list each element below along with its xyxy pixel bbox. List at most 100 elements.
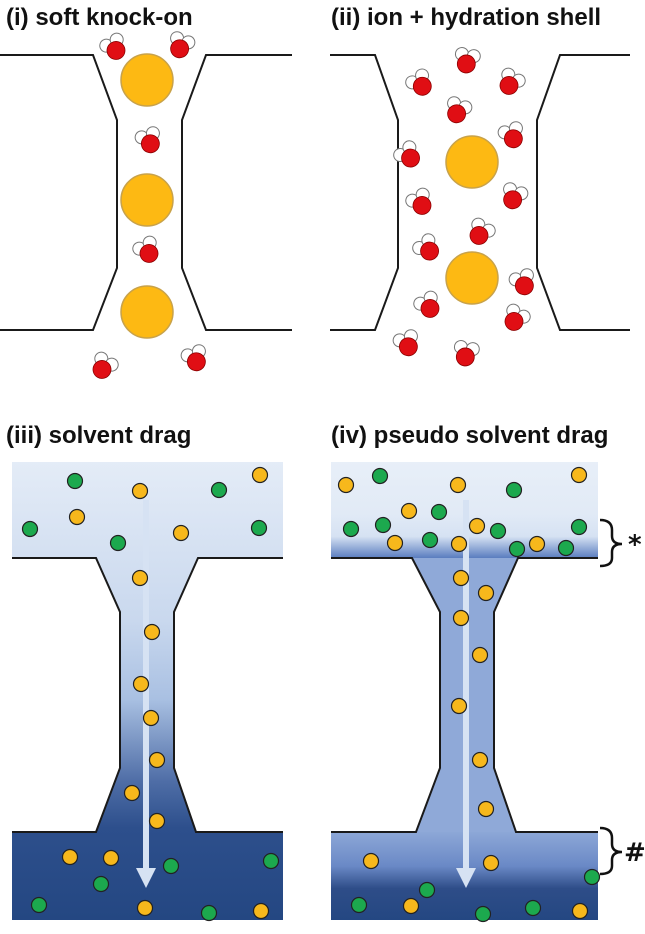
panel-ii-channel — [330, 54, 630, 331]
panel-iii-arrow-head — [136, 868, 156, 888]
yellow-particle — [102, 849, 120, 867]
yellow-particle — [402, 897, 420, 915]
water-oxygen-atom — [504, 312, 524, 331]
particles-layer — [21, 466, 601, 923]
green-particle — [162, 857, 180, 875]
ion-sphere — [445, 251, 499, 305]
yellow-particle — [400, 502, 418, 520]
ion-sphere — [120, 173, 174, 227]
yellow-particle — [468, 517, 486, 535]
water-molecule — [453, 340, 480, 367]
water-oxygen-atom — [412, 76, 432, 96]
water-molecule — [180, 344, 206, 372]
yellow-particle — [471, 751, 489, 769]
green-particle — [374, 516, 392, 534]
panel-iv-flow-arrow — [456, 500, 476, 888]
water-oxygen-atom — [186, 352, 206, 372]
yellow-particle — [337, 476, 355, 494]
water-molecule — [469, 217, 496, 245]
ion-sphere — [120, 53, 174, 107]
hash-marker: # — [624, 838, 645, 868]
water-molecule — [170, 31, 196, 59]
water-molecule — [499, 67, 526, 95]
water-oxygen-atom — [420, 299, 440, 318]
ion-sphere — [445, 135, 499, 189]
yellow-particle — [251, 466, 269, 484]
panel-iv-arrow-shaft — [463, 500, 469, 870]
yellow-particle — [477, 800, 495, 818]
water-oxygen-atom — [420, 241, 439, 261]
panel-title-ion-hydration-shell: (ii) ion + hydration shell — [331, 4, 602, 31]
yellow-particle — [252, 902, 270, 920]
water-molecule — [134, 126, 160, 154]
green-particle — [350, 896, 368, 914]
yellow-particle — [172, 524, 190, 542]
yellow-particle — [570, 466, 588, 484]
water-molecule — [132, 235, 159, 263]
water-oxygen-atom — [139, 244, 159, 263]
water-oxygen-atom — [92, 360, 112, 379]
green-particle — [508, 540, 526, 558]
yellow-particle — [123, 784, 141, 802]
yellow-particle — [482, 854, 500, 872]
water-oxygen-atom — [401, 148, 420, 168]
water-molecule — [447, 96, 473, 124]
water-oxygen-atom — [170, 39, 190, 59]
water-oxygen-atom — [503, 190, 523, 210]
water-molecules-layer — [92, 31, 534, 379]
water-oxygen-atom — [447, 104, 467, 124]
water-oxygen-atom — [398, 337, 418, 357]
green-particle — [583, 868, 601, 886]
water-molecule — [504, 303, 531, 331]
yellow-particle — [61, 848, 79, 866]
green-particle — [342, 520, 360, 538]
water-oxygen-atom — [469, 226, 489, 245]
green-particle — [250, 519, 268, 537]
yellow-particle — [143, 623, 161, 641]
panel-iv-arrow-head — [456, 868, 476, 888]
green-particle — [371, 467, 389, 485]
panel-ii-channel-right-wall — [536, 54, 630, 331]
green-particle — [262, 852, 280, 870]
water-molecule — [508, 268, 534, 296]
green-particle — [210, 481, 228, 499]
water-molecule — [99, 32, 126, 60]
green-particle — [524, 899, 542, 917]
panel-i-channel — [0, 54, 292, 331]
yellow-particle — [571, 902, 589, 920]
yellow-particle — [528, 535, 546, 553]
panel-iv-channel-outline — [331, 557, 598, 833]
green-particle — [30, 896, 48, 914]
panel-title-pseudo-solvent-drag: (iv) pseudo solvent drag — [331, 422, 609, 449]
green-particle — [557, 539, 575, 557]
yellow-particle — [477, 584, 495, 602]
green-particle — [570, 518, 588, 536]
panel-title-solvent-drag: (iii) solvent drag — [6, 422, 192, 449]
water-molecule — [503, 182, 529, 210]
water-molecule — [413, 290, 440, 318]
panel-iv-bottom-brace — [599, 826, 623, 876]
yellow-particle — [452, 609, 470, 627]
water-molecule — [392, 329, 418, 357]
water-molecule — [405, 187, 432, 215]
yellow-particle — [450, 697, 468, 715]
star-marker: * — [628, 530, 642, 560]
yellow-particle — [136, 899, 154, 917]
green-particle — [505, 481, 523, 499]
water-molecule — [393, 140, 420, 168]
water-oxygen-atom — [455, 347, 475, 367]
green-particle — [474, 905, 492, 923]
yellow-particle — [131, 482, 149, 500]
panel-i-channel-right-wall — [181, 54, 292, 331]
panel-ii-channel-left-wall — [330, 54, 399, 331]
green-particle — [200, 904, 218, 922]
yellow-particle — [452, 569, 470, 587]
yellow-particle — [449, 476, 467, 494]
water-oxygen-atom — [456, 54, 476, 74]
water-molecule — [454, 47, 481, 74]
water-oxygen-atom — [514, 276, 534, 296]
green-particle — [92, 875, 110, 893]
green-particle — [430, 503, 448, 521]
panel-title-soft-knock-on: (i) soft knock-on — [6, 4, 193, 31]
green-particle — [109, 534, 127, 552]
